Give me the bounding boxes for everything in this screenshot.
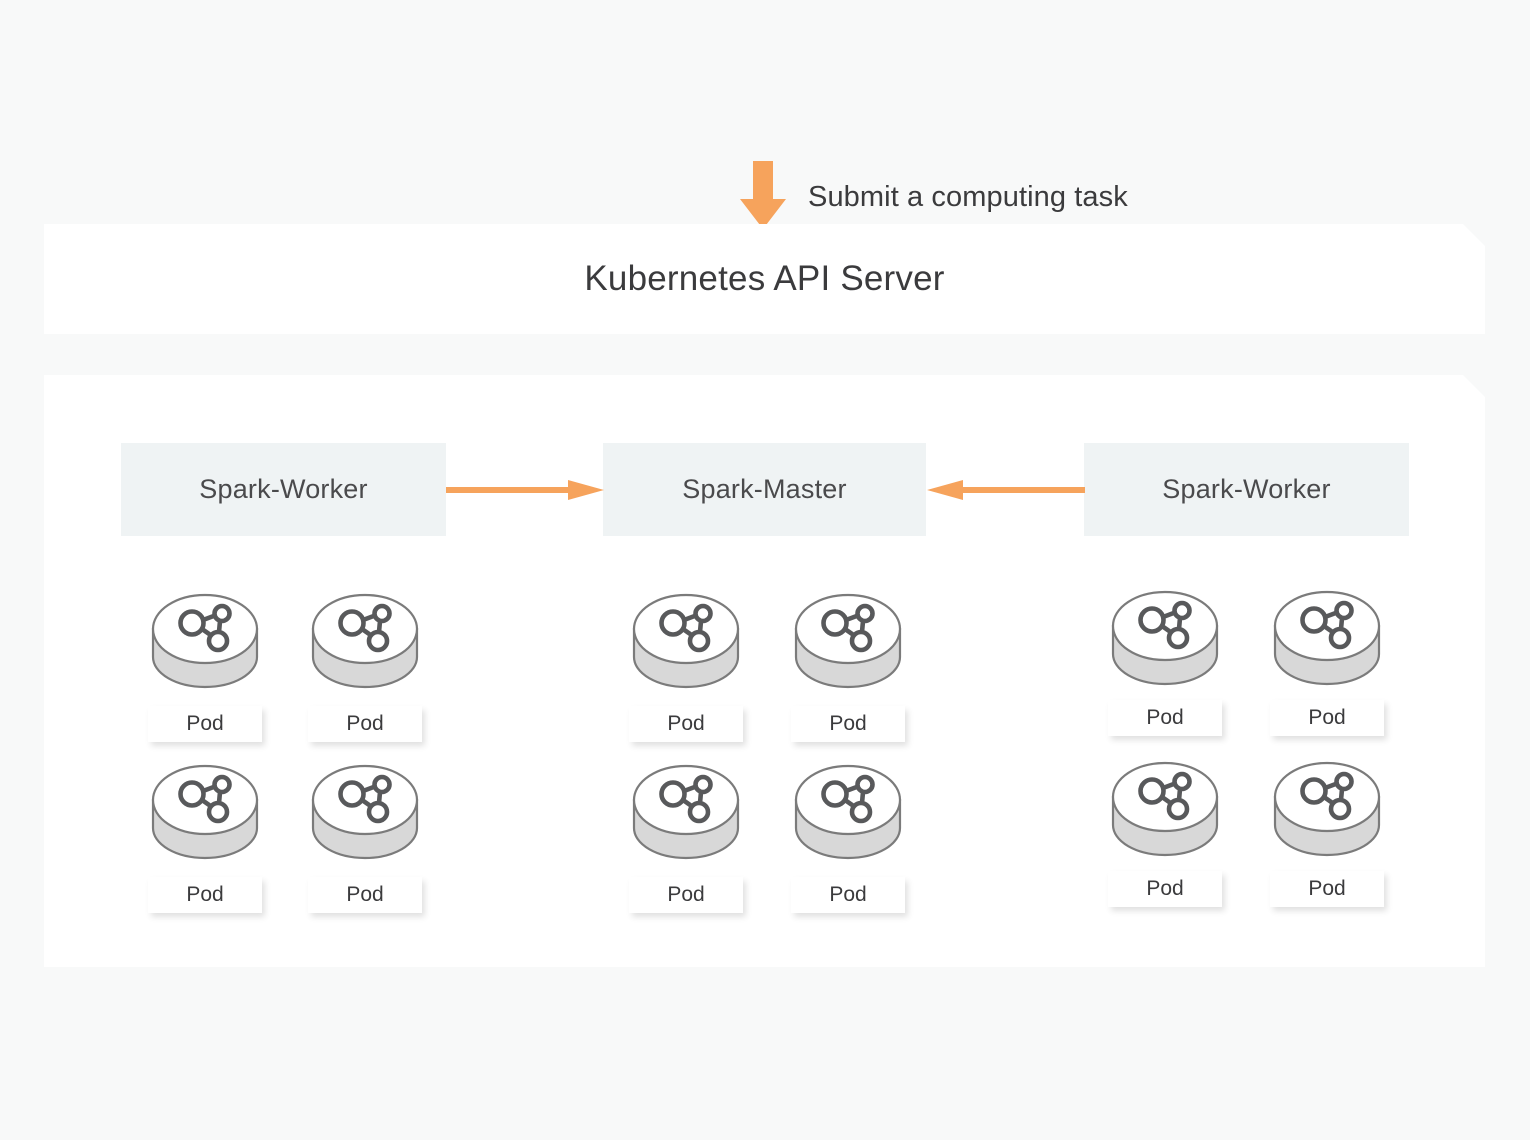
pod-node[interactable]: Pod: [791, 591, 905, 742]
pod-network-icon: [1110, 759, 1220, 863]
pod-node[interactable]: Pod: [148, 591, 262, 742]
submit-task-label: Submit a computing task: [808, 180, 1128, 213]
pod-node[interactable]: Pod: [148, 762, 262, 913]
role-label: Spark-Master: [682, 474, 847, 504]
pod-label: Pod: [791, 706, 905, 742]
pod-label: Pod: [148, 706, 262, 742]
arrow-left-icon: [927, 480, 1085, 500]
pod-node[interactable]: Pod: [308, 591, 422, 742]
role-box-spark-worker-right[interactable]: Spark-Worker: [1084, 443, 1409, 536]
role-box-spark-master[interactable]: Spark-Master: [603, 443, 926, 536]
pod-node[interactable]: Pod: [308, 762, 422, 913]
pod-label: Pod: [1270, 700, 1384, 736]
pod-label: Pod: [629, 706, 743, 742]
pod-label: Pod: [308, 706, 422, 742]
pod-label: Pod: [1270, 871, 1384, 907]
pod-node[interactable]: Pod: [629, 762, 743, 913]
pod-node[interactable]: Pod: [1108, 588, 1222, 736]
pod-label: Pod: [148, 877, 262, 913]
pod-network-icon: [793, 591, 903, 695]
role-box-spark-worker-left[interactable]: Spark-Worker: [121, 443, 446, 536]
submit-task-annotation: Submit a computing task: [740, 160, 1128, 230]
pod-network-icon: [1272, 588, 1382, 692]
down-arrow-icon: [740, 161, 786, 229]
role-label: Spark-Worker: [199, 474, 368, 504]
pod-label: Pod: [629, 877, 743, 913]
pod-network-icon: [150, 762, 260, 866]
pod-network-icon: [793, 762, 903, 866]
pod-network-icon: [310, 591, 420, 695]
pod-label: Pod: [1108, 871, 1222, 907]
pod-node[interactable]: Pod: [629, 591, 743, 742]
pod-network-icon: [310, 762, 420, 866]
kubernetes-api-server-panel: Kubernetes API Server: [44, 224, 1485, 334]
pod-node[interactable]: Pod: [1270, 759, 1384, 907]
pod-network-icon: [1272, 759, 1382, 863]
arrow-right-icon: [446, 480, 604, 500]
role-label: Spark-Worker: [1162, 474, 1331, 504]
pod-network-icon: [631, 591, 741, 695]
pod-label: Pod: [1108, 700, 1222, 736]
pod-network-icon: [1110, 588, 1220, 692]
pod-network-icon: [150, 591, 260, 695]
pod-network-icon: [631, 762, 741, 866]
pod-node[interactable]: Pod: [1270, 588, 1384, 736]
pod-label: Pod: [308, 877, 422, 913]
pod-node[interactable]: Pod: [1108, 759, 1222, 907]
pod-node[interactable]: Pod: [791, 762, 905, 913]
pod-label: Pod: [791, 877, 905, 913]
page-title: Kubernetes API Server: [584, 259, 945, 298]
